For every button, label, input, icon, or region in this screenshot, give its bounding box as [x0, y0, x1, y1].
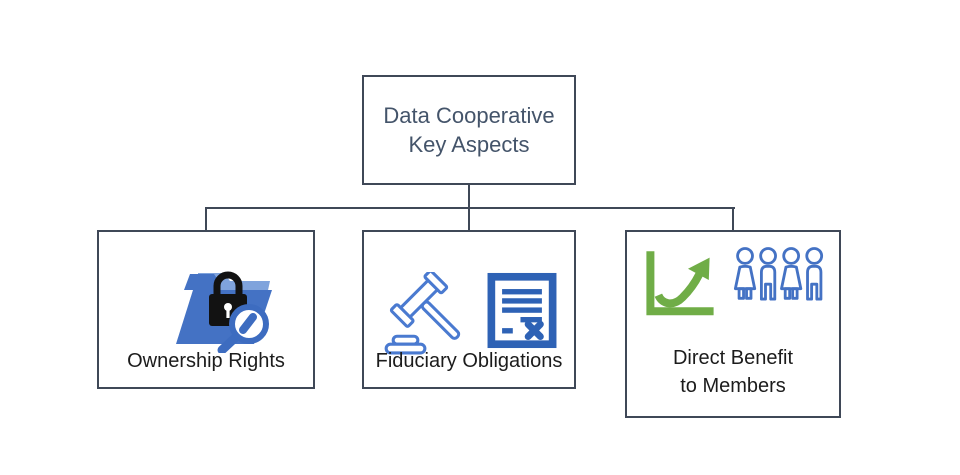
fiduciary-icons-row [364, 272, 574, 360]
node-direct-benefit: Direct Benefit to Members [625, 230, 841, 418]
connector-left-vertical [205, 209, 207, 230]
root-node-key-aspects: Data Cooperative Key Aspects [362, 75, 576, 185]
node-fiduciary-obligations: Fiduciary Obligations [362, 230, 576, 389]
connector-horizontal [205, 207, 735, 209]
magnifier-icon [217, 304, 269, 355]
node-label-fiduciary: Fiduciary Obligations [375, 350, 563, 372]
ownership-icon-wrap [172, 256, 284, 358]
connector-right-vertical [732, 209, 734, 230]
benefit-label-line1: Direct Benefit [672, 347, 794, 369]
root-label-line2: Key Aspects [408, 132, 530, 157]
node-ownership-rights: Ownership Rights [97, 230, 315, 389]
folder-lock-magnifier-icon [176, 271, 272, 355]
connector-root-vertical [468, 185, 470, 208]
gavel-icon [384, 272, 461, 355]
document-x-icon [487, 272, 557, 349]
members-group-icon [733, 247, 823, 301]
node-label-ownership: Ownership Rights [127, 350, 285, 372]
connector-middle-vertical [468, 209, 470, 230]
benefit-label-line2: to Members [680, 375, 786, 397]
benefit-icons-row [627, 247, 839, 321]
growth-chart-arrow-icon [645, 251, 714, 316]
node-label-benefit: Direct Benefit to Members [627, 344, 839, 400]
root-label-line1: Data Cooperative [383, 103, 555, 128]
